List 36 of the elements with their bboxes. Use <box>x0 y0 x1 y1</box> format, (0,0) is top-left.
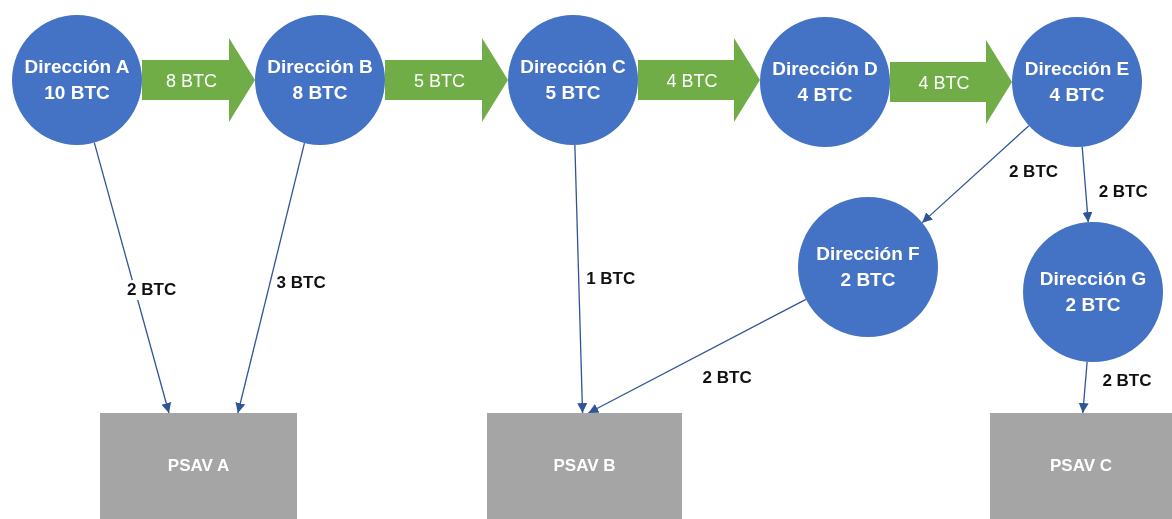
provider-box <box>487 413 682 519</box>
address-text: Dirección E <box>1024 57 1130 82</box>
arrow <box>574 144 588 414</box>
edge-label: 8 BTC <box>166 70 217 92</box>
block-arrow <box>890 40 1012 124</box>
address-text: 2 BTC <box>1065 293 1121 317</box>
edge-label: 2 BTC <box>125 279 179 300</box>
address-text: Dirección C <box>520 55 626 80</box>
provider-name: PSAV B <box>553 456 616 476</box>
provider-box <box>100 413 297 519</box>
address-text: 5 BTC <box>545 81 601 105</box>
address-text: Dirección A <box>24 55 130 80</box>
edge-label: 4 BTC <box>918 72 970 94</box>
arrow <box>587 298 807 414</box>
address-text: 2 BTC <box>840 268 896 292</box>
address-text: Dirección F <box>816 242 920 267</box>
block-arrow <box>638 38 760 122</box>
edge-label: 5 BTC <box>414 70 465 92</box>
address-text: Dirección D <box>772 57 878 82</box>
block-arrow <box>385 38 508 122</box>
provider-box <box>990 413 1172 519</box>
address-text: 10 BTC <box>44 81 110 105</box>
address-text: Dirección B <box>267 55 373 80</box>
edge-label: 4 BTC <box>666 70 718 92</box>
provider-name: PSAV C <box>1049 456 1112 476</box>
provider-name: PSAV A <box>167 456 230 476</box>
address-text: 4 BTC <box>1049 83 1105 107</box>
arrow <box>235 142 306 414</box>
arrow <box>1078 361 1089 414</box>
address-text: 8 BTC <box>292 81 348 105</box>
block-arrow <box>142 38 255 122</box>
address-text: Dirección G <box>1039 267 1147 292</box>
arrow <box>921 125 1030 224</box>
arrow <box>93 142 172 414</box>
arrow <box>1081 146 1093 223</box>
address-text: 4 BTC <box>797 83 853 107</box>
